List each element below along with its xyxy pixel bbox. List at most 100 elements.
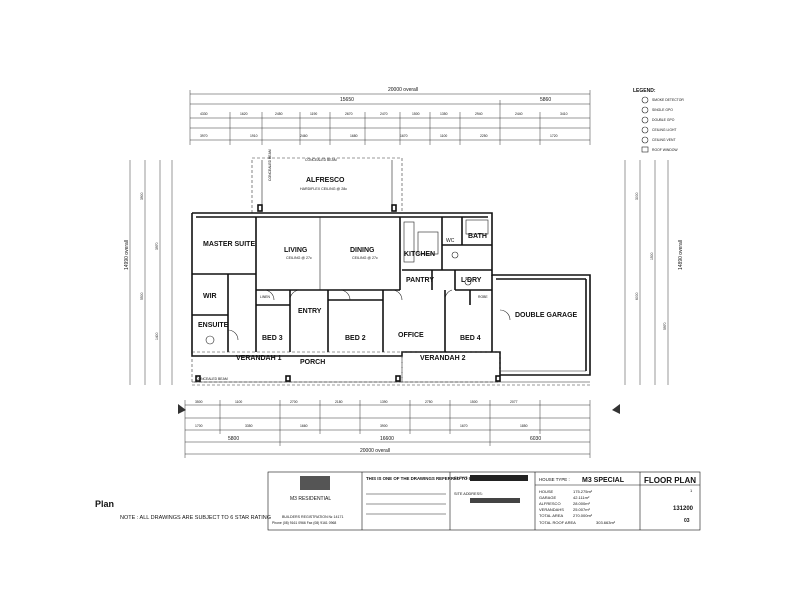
office-label: OFFICE xyxy=(398,332,424,339)
area-name: HOUSE xyxy=(539,489,554,494)
svg-text:2460: 2460 xyxy=(300,134,308,138)
legend-item-6: ROOF WINDOW xyxy=(652,148,678,152)
client-label: CLIENT: xyxy=(454,476,468,480)
robe-label: ROBE xyxy=(478,295,488,299)
svg-text:1700: 1700 xyxy=(195,424,203,428)
svg-text:2700: 2700 xyxy=(290,400,298,404)
svg-text:1680: 1680 xyxy=(350,134,358,138)
verandah2-label: VERANDAH 2 xyxy=(420,355,466,362)
svg-text:1720: 1720 xyxy=(550,134,558,138)
pantry-label: PANTRY xyxy=(406,277,434,284)
builders-reg: BUILDERS REGISTRATION № 14171 xyxy=(282,515,344,519)
area-name: GARAGE xyxy=(539,495,556,500)
svg-text:1660: 1660 xyxy=(300,424,308,428)
site-label: SITE ADDRESS: xyxy=(454,492,483,496)
porch-label: PORCH xyxy=(300,359,325,366)
bath-label: BATH xyxy=(468,233,487,240)
company-name: M3 RESIDENTIAL xyxy=(290,496,331,502)
svg-text:1500: 1500 xyxy=(412,112,420,116)
bottom-mid-dim: 16600 xyxy=(380,436,394,442)
title-block: M3 RESIDENTIAL BUILDERS REGISTRATION № 1… xyxy=(267,471,701,531)
area-value: 42.111m² xyxy=(573,495,590,500)
concealed-beam-bottom: CONCEALED BEAM xyxy=(196,377,228,381)
dining-label: DINING xyxy=(350,247,375,254)
bottom-right-dim: 6030 xyxy=(530,436,541,442)
living-sub: CEILING @ 27c xyxy=(286,256,312,260)
alfresco-label: ALFRESCO xyxy=(306,177,345,184)
house-walls xyxy=(191,212,591,386)
area-name: TOTAL AREA xyxy=(539,513,563,518)
svg-text:1190: 1190 xyxy=(310,112,317,116)
area-value: 175.275m² xyxy=(573,489,593,494)
linen-label: LINEN xyxy=(260,295,271,299)
svg-text:3500: 3500 xyxy=(195,400,203,404)
bottom-overall-dim: 20000 overall xyxy=(360,448,390,454)
alfresco-area: CONCEALED BEAM ALFRESCO HARDIFLEX CEILIN… xyxy=(251,157,403,214)
svg-text:3900: 3900 xyxy=(140,192,144,200)
ensuite-label: ENSUITE xyxy=(198,322,229,329)
entry-label: ENTRY xyxy=(298,308,322,315)
area-value: 270.000m² xyxy=(573,513,593,518)
svg-text:2750: 2750 xyxy=(425,400,433,404)
svg-text:2450: 2450 xyxy=(275,112,283,116)
svg-text:2470: 2470 xyxy=(380,112,388,116)
svg-text:2670: 2670 xyxy=(345,112,353,116)
house-type-label: HOUSE TYPE : xyxy=(539,477,570,482)
svg-text:1910: 1910 xyxy=(250,134,258,138)
area-name: TOTAL ROOF AREA xyxy=(539,520,576,525)
area-value: 303.663m² xyxy=(596,520,616,525)
bed4-label: BED 4 xyxy=(460,335,481,342)
top-right-dim: 5860 xyxy=(540,97,551,103)
svg-text:1670: 1670 xyxy=(400,134,408,138)
company-logo xyxy=(300,476,330,490)
svg-text:1390: 1390 xyxy=(380,400,388,404)
north-arrow-icon xyxy=(178,404,620,414)
svg-text:1100: 1100 xyxy=(440,134,447,138)
svg-text:3900: 3900 xyxy=(380,424,388,428)
svg-text:5970: 5970 xyxy=(663,322,667,330)
svg-text:1100: 1100 xyxy=(235,400,242,404)
concealed-beam-top: CONCEALED BEAM xyxy=(305,158,337,162)
wir-label: WIR xyxy=(203,293,217,300)
house-type: M3 SPECIAL xyxy=(582,477,625,484)
area-schedule: HOUSE 175.275m² GARAGE 42.111m² ALFRESCO… xyxy=(539,489,616,525)
concealed-beam-left: CONCEALED BEAM xyxy=(268,149,272,181)
client-redacted xyxy=(470,475,528,481)
svg-text:6000: 6000 xyxy=(635,292,639,300)
legend-item-5: CEILING VENT xyxy=(652,138,676,142)
svg-text:1400: 1400 xyxy=(155,332,159,340)
verandah1-label: VERANDAH 1 xyxy=(236,355,282,362)
double-garage-label: DOUBLE GARAGE xyxy=(515,312,578,319)
kitchen-label: KITCHEN xyxy=(404,251,435,258)
legend-title: LEGEND: xyxy=(633,88,656,94)
ldry-label: L'DRY xyxy=(461,277,482,284)
svg-text:3970: 3970 xyxy=(155,242,159,250)
svg-text:3410: 3410 xyxy=(560,112,568,116)
dining-sub: CEILING @ 27c xyxy=(352,256,378,260)
legend: LEGEND: SMOKE DETECTOR SINGLE GPO DOUBLE… xyxy=(633,88,684,153)
area-name: VERANDAHS xyxy=(539,507,564,512)
legend-item-1: SMOKE DETECTOR xyxy=(652,98,684,102)
left-notes: Plan NOTE : ALL DRAWINGS ARE SUBJECT TO … xyxy=(95,499,271,521)
svg-text:3000: 3000 xyxy=(635,192,639,200)
area-value: 28.000m² xyxy=(573,501,591,506)
svg-text:2440: 2440 xyxy=(515,112,523,116)
bed3-label: BED 3 xyxy=(262,335,283,342)
left-overall-dim: 14990 overall xyxy=(124,240,130,270)
svg-text:3970: 3970 xyxy=(200,134,208,138)
svg-text:2077: 2077 xyxy=(510,400,518,404)
svg-text:4330: 4330 xyxy=(200,112,208,116)
contract-heading: THIS IS ONE OF THE DRAWINGS REFERRED TO … xyxy=(366,476,510,481)
plan-label: Plan xyxy=(95,499,114,509)
svg-text:1670: 1670 xyxy=(460,424,468,428)
svg-text:1500: 1500 xyxy=(650,252,654,260)
svg-text:2180: 2180 xyxy=(335,400,343,404)
area-name: ALFRESCO xyxy=(539,501,561,506)
job-number: 131200 xyxy=(673,506,694,512)
room-labels: MASTER SUITE LIVING CEILING @ 27c DINING… xyxy=(196,149,578,381)
top-left-dim: 15650 xyxy=(340,97,354,103)
bed2-label: BED 2 xyxy=(345,335,366,342)
svg-text:2940: 2940 xyxy=(475,112,483,116)
